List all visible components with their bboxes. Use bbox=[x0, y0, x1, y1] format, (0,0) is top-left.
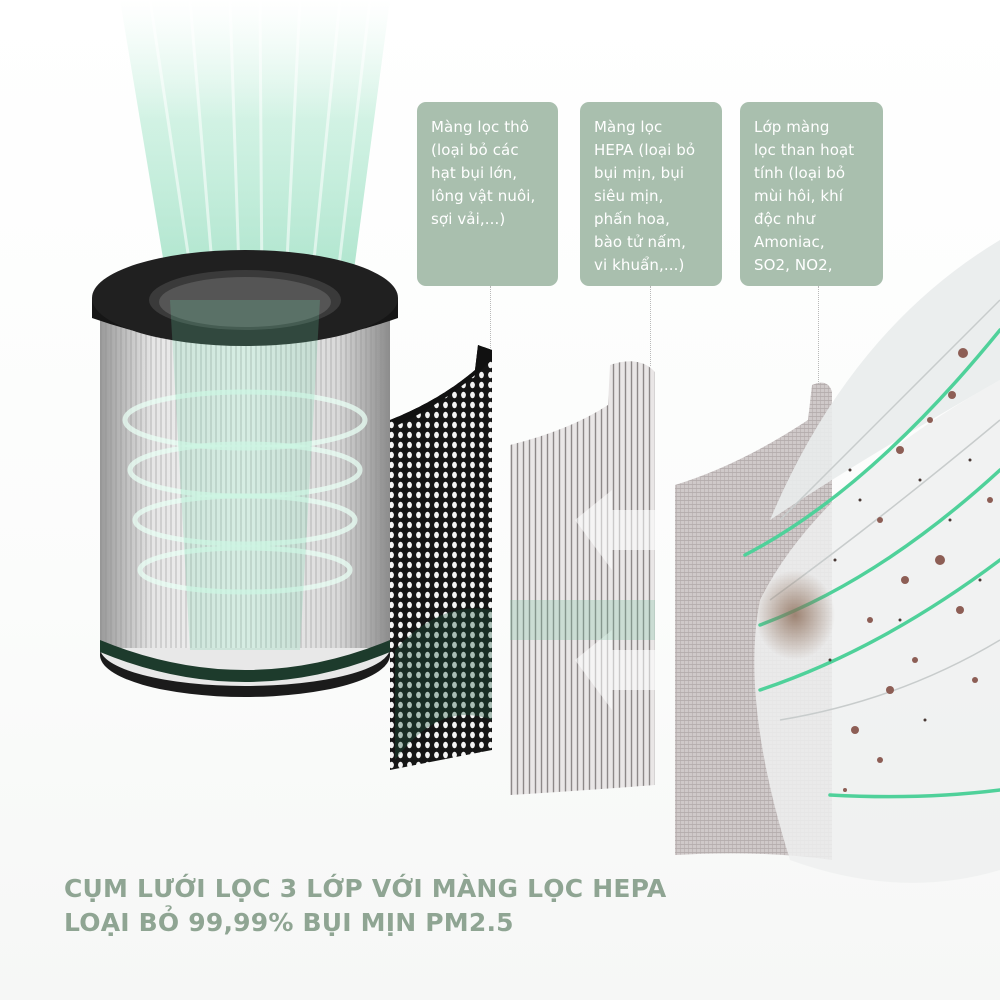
prefilter-mesh-panel-icon bbox=[390, 345, 492, 770]
airflow-arrows-icon bbox=[743, 240, 1000, 883]
headline: CỤM LƯỚI LỌC 3 LỚP VỚI MÀNG LỌC HEPA LOẠ… bbox=[64, 872, 666, 940]
callout-hepa-text: Màng lọc HEPA (loại bỏ bụi mịn, bụi siêu… bbox=[594, 118, 696, 274]
hepa-pleated-panel-icon bbox=[510, 361, 655, 795]
dust-particles-icon bbox=[755, 348, 993, 792]
leader-line-carbon bbox=[818, 286, 819, 384]
headline-line-1: CỤM LƯỚI LỌC 3 LỚP VỚI MÀNG LỌC HEPA bbox=[64, 874, 667, 903]
callout-prefilter: Màng lọc thô (loại bỏ các hạt bụi lớn, l… bbox=[417, 102, 558, 286]
filter-cylinder-icon bbox=[92, 250, 398, 697]
callout-carbon: Lớp màng lọc than hoạt tính (loại bỏ mùi… bbox=[740, 102, 883, 286]
leader-line-prefilter bbox=[490, 286, 491, 348]
headline-line-2: LOẠI BỎ 99,99% BỤI MỊN PM2.5 bbox=[64, 908, 514, 937]
callout-hepa: Màng lọc HEPA (loại bỏ bụi mịn, bụi siêu… bbox=[580, 102, 722, 286]
leader-line-hepa bbox=[650, 286, 651, 366]
airflow-beam-icon bbox=[120, 0, 390, 301]
callout-carbon-text: Lớp màng lọc than hoạt tính (loại bỏ mùi… bbox=[754, 118, 855, 274]
callout-prefilter-text: Màng lọc thô (loại bỏ các hạt bụi lớn, l… bbox=[431, 118, 536, 228]
